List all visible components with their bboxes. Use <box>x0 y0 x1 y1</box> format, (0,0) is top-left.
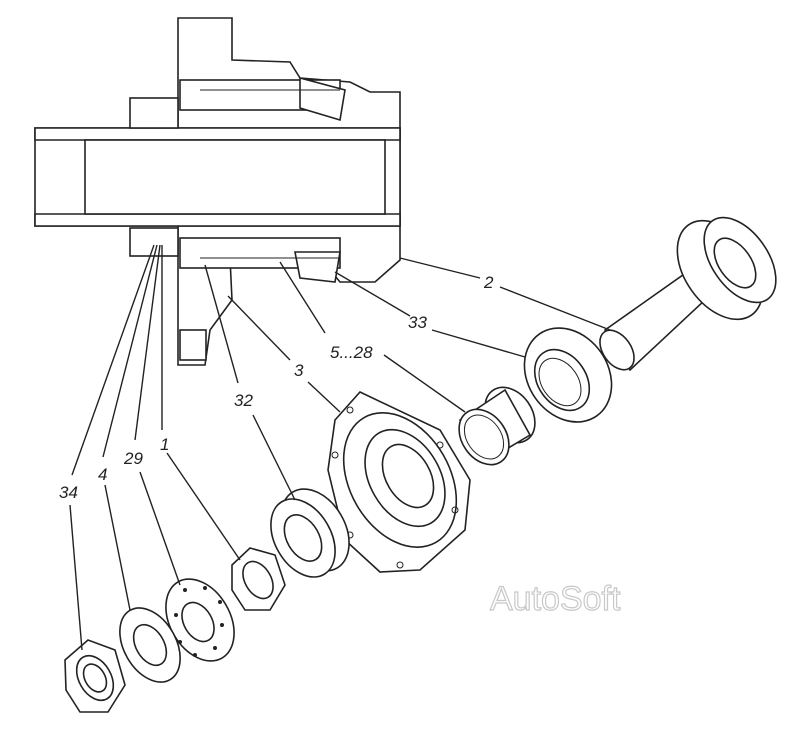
part-32-bearing <box>270 488 350 578</box>
part-29-washer <box>165 578 235 662</box>
part-5-28-sleeve <box>458 386 536 466</box>
housing-section <box>34 17 401 366</box>
watermark: AutoSoft <box>490 580 621 618</box>
part-33-ring <box>523 327 613 423</box>
leader-lines <box>69 244 611 651</box>
label-part-34: 34 <box>59 483 78 502</box>
part-3-cover <box>327 391 471 573</box>
part-1-nut <box>231 547 286 611</box>
label-part-29: 29 <box>123 449 143 468</box>
label-part-2: 2 <box>483 273 494 292</box>
label-part-33: 33 <box>408 313 427 332</box>
label-part-3: 3 <box>294 361 304 380</box>
part-34-nut <box>64 639 126 713</box>
part-2-pinion <box>599 216 777 372</box>
label-part-1: 1 <box>160 435 169 454</box>
label-part-32: 32 <box>234 391 253 410</box>
part-4-washer <box>119 607 181 683</box>
label-part-5-28: 5...28 <box>330 343 373 362</box>
label-part-4: 4 <box>98 465 107 484</box>
